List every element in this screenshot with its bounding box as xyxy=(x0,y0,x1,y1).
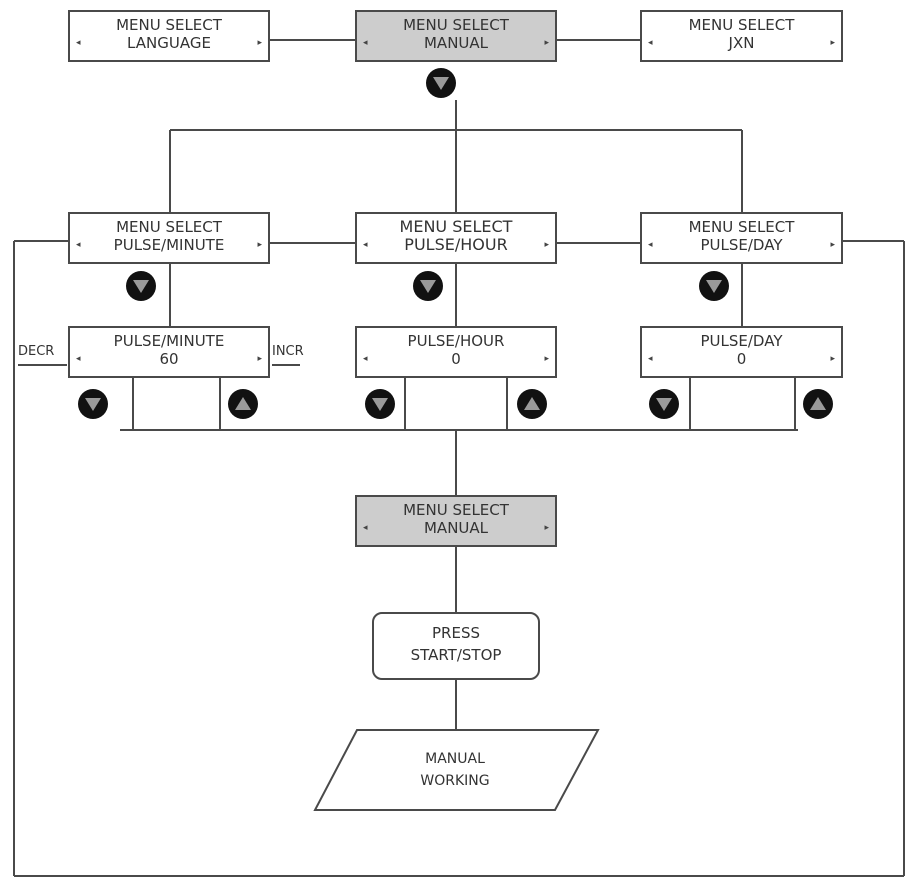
return-menu-manual-box: MENU SELECT ◂ MANUAL ▸ xyxy=(355,495,557,547)
arrow-left-icon: ◂ xyxy=(648,354,653,364)
down-triangle-icon xyxy=(133,280,149,293)
arrow-left-icon: ◂ xyxy=(648,240,653,250)
down-button-pulse-day[interactable] xyxy=(699,271,729,301)
arrow-right-icon: ▸ xyxy=(257,240,262,250)
increase-button-day[interactable] xyxy=(803,389,833,419)
pulse-day-value-box: PULSE/DAY ◂ 0 ▸ xyxy=(640,326,843,378)
pulse-minute-value: 60 xyxy=(159,350,179,368)
menu-language-box: MENU SELECT ◂ LANGUAGE ▸ xyxy=(68,10,270,62)
down-triangle-icon xyxy=(433,77,449,90)
decrease-button-hour[interactable] xyxy=(365,389,395,419)
menu-language-line2: LANGUAGE xyxy=(127,34,211,52)
menu-pulse-day-box: MENU SELECT ◂ PULSE/DAY ▸ xyxy=(640,212,843,264)
down-button-pulse-hour[interactable] xyxy=(413,271,443,301)
pulse-hour-value-line1: PULSE/HOUR xyxy=(407,332,505,350)
arrow-left-icon: ◂ xyxy=(76,354,81,364)
pulse-hour-value-box: PULSE/HOUR ◂ 0 ▸ xyxy=(355,326,557,378)
menu-pulse-day-line1: MENU SELECT xyxy=(688,218,795,236)
arrow-left-icon: ◂ xyxy=(363,523,368,533)
press-line1: PRESS xyxy=(432,624,480,642)
menu-pulse-hour-box: MENU SELECT ◂ PULSE/HOUR ▸ xyxy=(355,212,557,264)
decr-label: DECR xyxy=(18,344,55,359)
menu-pulse-minute-box: MENU SELECT ◂ PULSE/MINUTE ▸ xyxy=(68,212,270,264)
manual-working-line1: MANUAL xyxy=(425,751,485,767)
return-menu-manual-line2: MANUAL xyxy=(423,519,489,537)
arrow-right-icon: ▸ xyxy=(544,354,549,364)
arrow-left-icon: ◂ xyxy=(648,38,653,48)
menu-pulse-minute-line1: MENU SELECT xyxy=(116,218,222,236)
menu-jxn-box: MENU SELECT ◂ JXN ▸ xyxy=(640,10,843,62)
pulse-day-value-line1: PULSE/DAY xyxy=(700,332,783,350)
arrow-right-icon: ▸ xyxy=(257,38,262,48)
pulse-hour-value: 0 xyxy=(451,350,461,368)
arrow-left-icon: ◂ xyxy=(76,240,81,250)
return-menu-manual-line1: MENU SELECT xyxy=(403,501,509,519)
down-triangle-icon xyxy=(656,398,672,411)
menu-manual-line2: MANUAL xyxy=(423,34,489,52)
down-triangle-icon xyxy=(372,398,388,411)
menu-pulse-hour-line1: MENU SELECT xyxy=(399,217,513,236)
menu-language-line1: MENU SELECT xyxy=(116,16,222,34)
press-start-stop-box: PRESS START/STOP xyxy=(372,612,540,680)
incr-label: INCR xyxy=(272,344,304,359)
decrease-button-day[interactable] xyxy=(649,389,679,419)
arrow-right-icon: ▸ xyxy=(830,240,835,250)
pulse-day-value: 0 xyxy=(736,350,747,368)
menu-manual-line1: MENU SELECT xyxy=(403,16,509,34)
menu-jxn-line1: MENU SELECT xyxy=(688,16,795,34)
down-button-manual[interactable] xyxy=(426,68,456,98)
up-triangle-icon xyxy=(524,397,540,410)
increase-button-minute[interactable] xyxy=(228,389,258,419)
manual-working-parallelogram xyxy=(313,729,600,811)
pulse-minute-value-box: PULSE/MINUTE ◂ 60 ▸ xyxy=(68,326,270,378)
arrow-right-icon: ▸ xyxy=(830,38,835,48)
press-line2: START/STOP xyxy=(410,646,502,664)
arrow-right-icon: ▸ xyxy=(544,240,549,250)
decrease-button-minute[interactable] xyxy=(78,389,108,419)
arrow-right-icon: ▸ xyxy=(544,523,549,533)
down-button-pulse-minute[interactable] xyxy=(126,271,156,301)
arrow-right-icon: ▸ xyxy=(544,38,549,48)
down-triangle-icon xyxy=(420,280,436,293)
manual-working-line2: WORKING xyxy=(420,773,490,789)
up-triangle-icon xyxy=(810,397,826,410)
arrow-right-icon: ▸ xyxy=(257,354,262,364)
menu-pulse-minute-line2: PULSE/MINUTE xyxy=(113,236,225,254)
increase-button-hour[interactable] xyxy=(517,389,547,419)
arrow-left-icon: ◂ xyxy=(363,38,368,48)
pulse-minute-value-line1: PULSE/MINUTE xyxy=(113,332,225,350)
arrow-right-icon: ▸ xyxy=(830,354,835,364)
menu-manual-box: MENU SELECT ◂ MANUAL ▸ xyxy=(355,10,557,62)
arrow-left-icon: ◂ xyxy=(76,38,81,48)
menu-pulse-hour-line2: PULSE/HOUR xyxy=(404,235,508,254)
manual-working-label: MANUAL WORKING xyxy=(380,748,530,792)
menu-pulse-day-line2: PULSE/DAY xyxy=(700,236,783,254)
arrow-left-icon: ◂ xyxy=(363,240,368,250)
arrow-left-icon: ◂ xyxy=(363,354,368,364)
up-triangle-icon xyxy=(235,397,251,410)
down-triangle-icon xyxy=(85,398,101,411)
menu-jxn-line2: JXN xyxy=(728,34,755,52)
down-triangle-icon xyxy=(706,280,722,293)
